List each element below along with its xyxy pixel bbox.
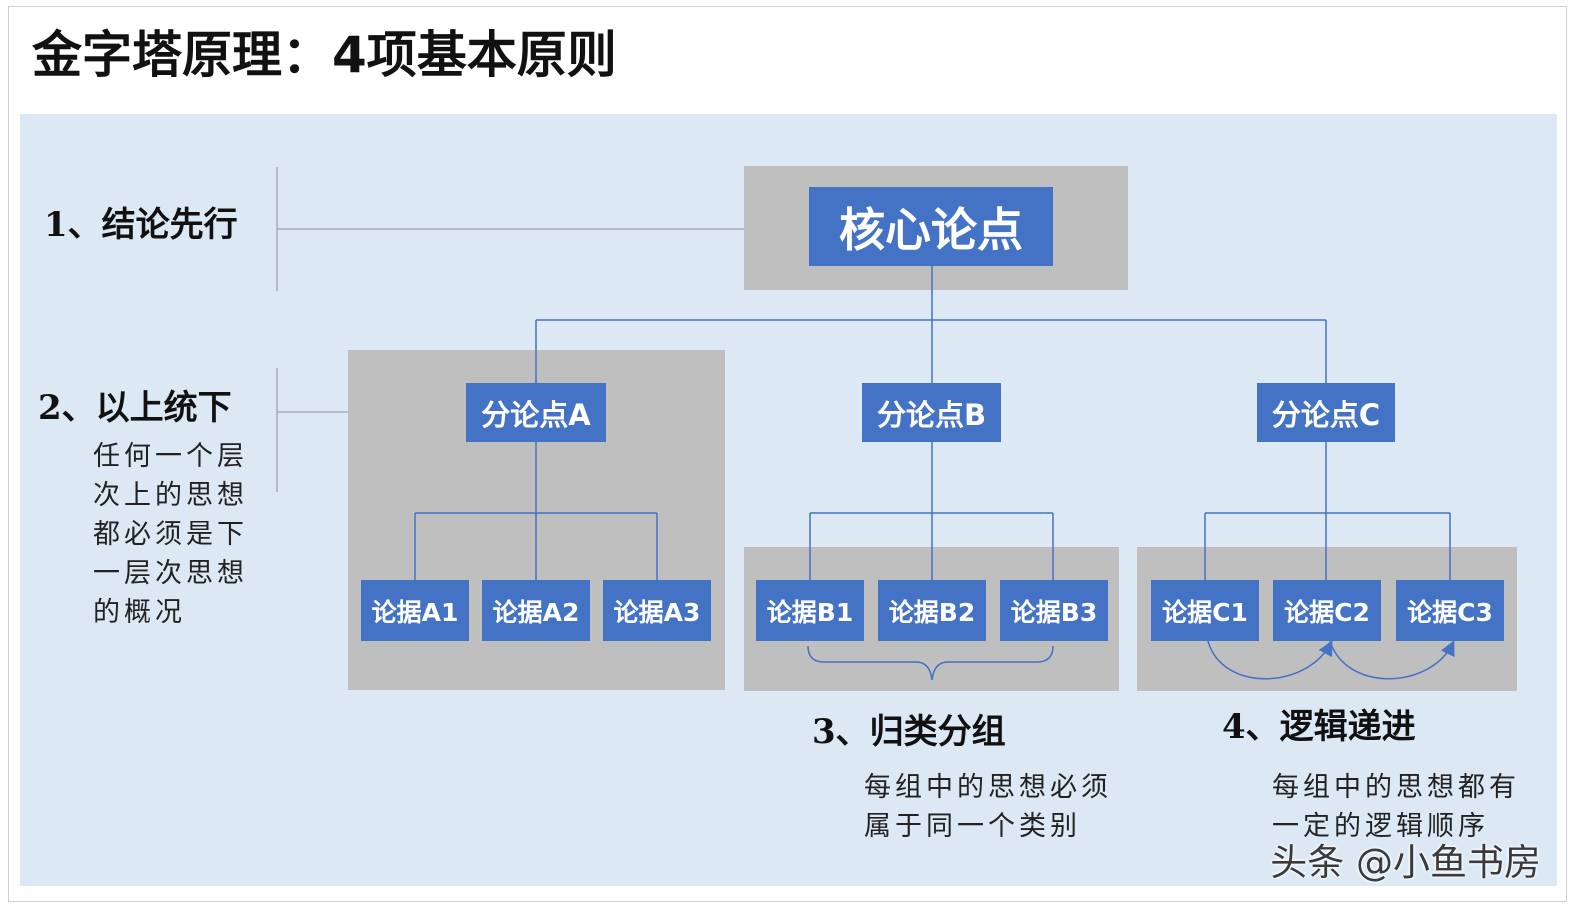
principle-3-line-2: 属于同一个类别 xyxy=(864,811,1081,842)
c-arrow-1 xyxy=(1207,640,1333,680)
principle-2-description: 任何一个层 次上的思想 都必须是下 一层次思想 的概况 xyxy=(93,437,248,632)
sub-node-c: 分论点C xyxy=(1257,383,1395,442)
c-arrow-2 xyxy=(1329,640,1455,680)
page-title: 金字塔原理：4项基本原则 xyxy=(32,26,617,84)
principle-2-line-1: 任何一个层 xyxy=(93,441,248,472)
principle-3-description: 每组中的思想必须 属于同一个类别 xyxy=(864,768,1112,846)
leaf-node-a2: 论据A2 xyxy=(482,580,590,641)
leaf-node-a3: 论据A3 xyxy=(603,580,711,641)
b-group-brace xyxy=(807,645,1054,681)
principle-3-heading: 3、归类分组 xyxy=(812,712,1006,752)
principle-2-line-2: 次上的思想 xyxy=(93,480,248,511)
principle-3-line-1: 每组中的思想必须 xyxy=(864,772,1112,803)
leaf-node-a1: 论据A1 xyxy=(361,580,469,641)
principle-1-heading: 1、结论先行 xyxy=(44,205,238,245)
slide-border xyxy=(8,6,1567,902)
leaf-node-b2: 论据B2 xyxy=(878,580,986,641)
sub-node-b: 分论点B xyxy=(862,383,1001,442)
principle-4-line-1: 每组中的思想都有 xyxy=(1272,772,1520,803)
principle-4-heading: 4、逻辑递进 xyxy=(1222,707,1416,747)
principle-2-heading: 2、以上统下 xyxy=(38,388,232,428)
watermark: 头条 @小鱼书房 xyxy=(1270,841,1541,884)
principle-2-line-5: 的概况 xyxy=(93,597,186,628)
leaf-node-b3: 论据B3 xyxy=(1000,580,1108,641)
leaf-node-c1: 论据C1 xyxy=(1151,580,1259,641)
principle-4-description: 每组中的思想都有 一定的逻辑顺序 xyxy=(1272,768,1520,846)
leaf-node-c2: 论据C2 xyxy=(1273,580,1381,641)
leaf-node-c3: 论据C3 xyxy=(1396,580,1504,641)
core-node: 核心论点 xyxy=(809,187,1053,266)
leaf-node-b1: 论据B1 xyxy=(756,580,864,641)
principle-4-line-2: 一定的逻辑顺序 xyxy=(1272,811,1489,842)
sub-node-a: 分论点A xyxy=(466,383,606,442)
principle-2-line-4: 一层次思想 xyxy=(93,558,248,589)
principle-2-line-3: 都必须是下 xyxy=(93,519,248,550)
